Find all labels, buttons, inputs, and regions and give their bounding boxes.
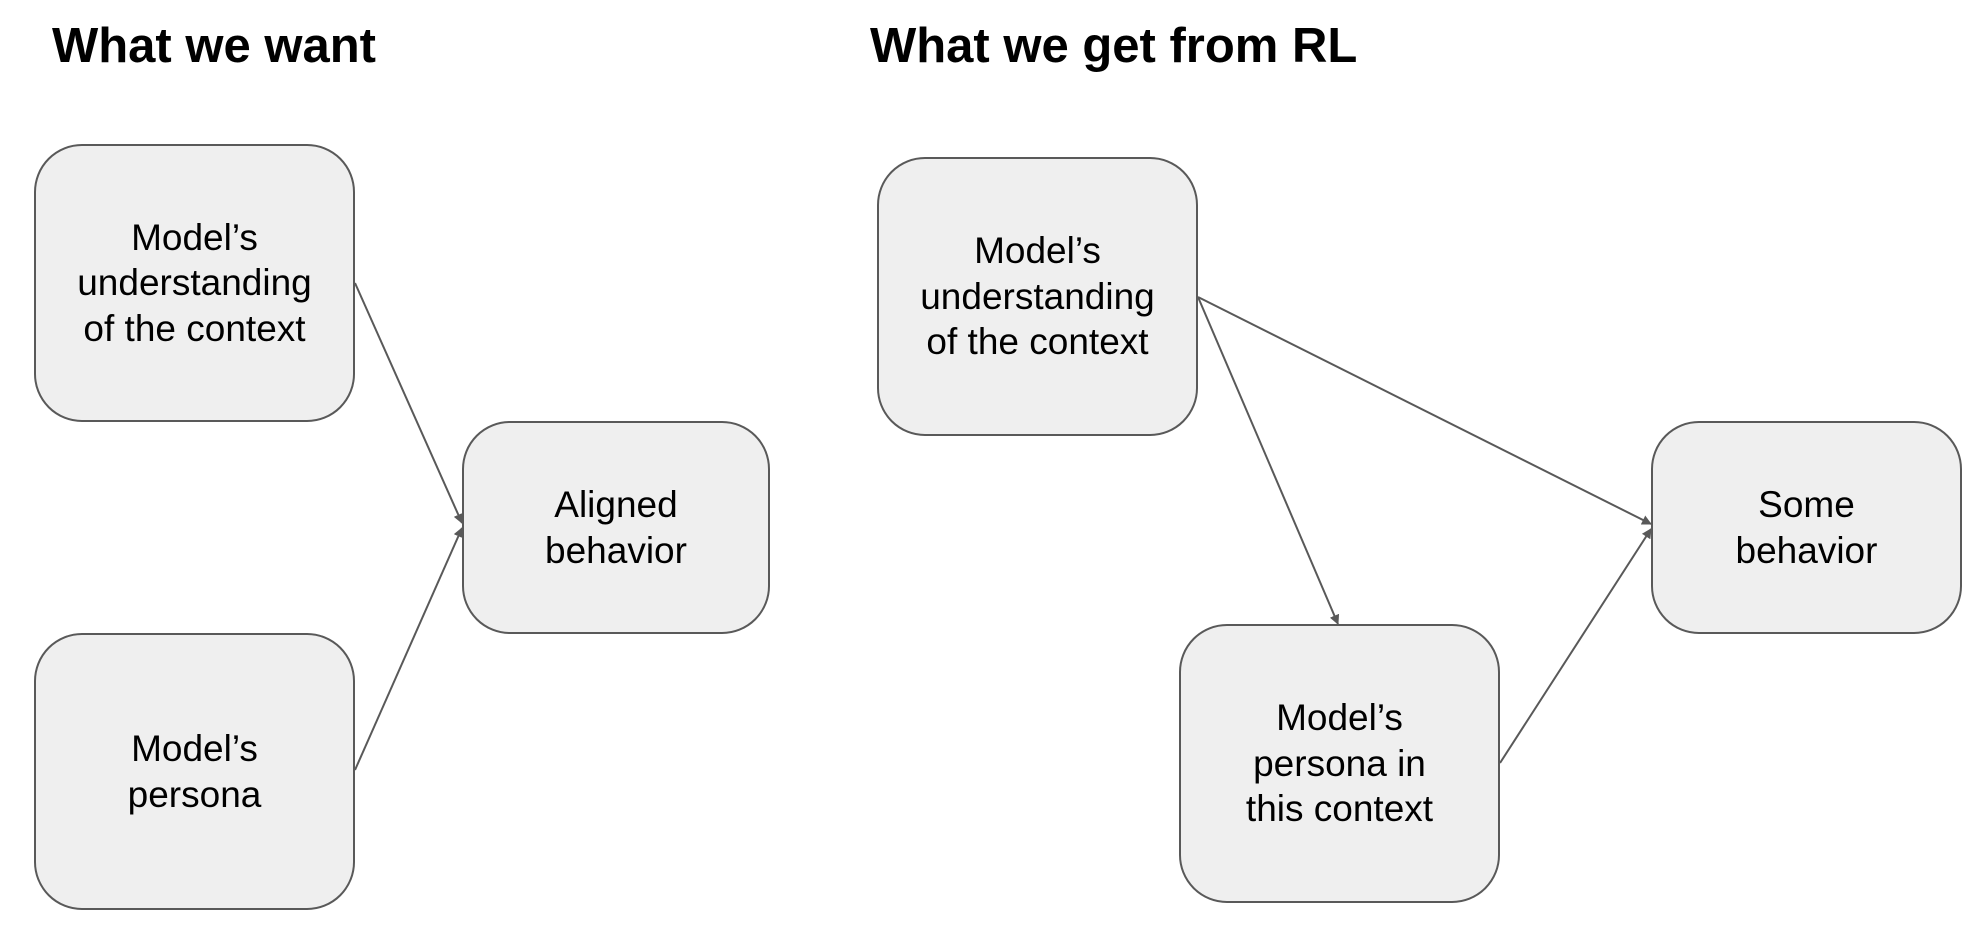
- right-node-context-understanding: Model’s understanding of the context: [877, 157, 1198, 436]
- diagram-title-what-we-want: What we want: [52, 19, 376, 73]
- left-node-aligned-behavior-label: Aligned behavior: [545, 484, 687, 571]
- left-node-aligned-behavior: Aligned behavior: [462, 421, 770, 634]
- right-node-context-understanding-label: Model’s understanding of the context: [920, 230, 1155, 363]
- edge-right-context-to-behavior: [1197, 296, 1652, 525]
- edge-right-persona-to-behavior: [1499, 528, 1652, 764]
- right-node-persona-in-context-label: Model’s persona in this context: [1245, 697, 1434, 830]
- left-node-persona: Model’s persona: [34, 633, 355, 910]
- left-node-context-understanding: Model’s understanding of the context: [34, 144, 355, 422]
- right-node-some-behavior: Some behavior: [1651, 421, 1962, 634]
- diagram-title-what-we-get-from-rl: What we get from RL: [870, 19, 1358, 73]
- right-node-some-behavior-label: Some behavior: [1735, 484, 1878, 571]
- edge-left-context-to-behavior: [354, 282, 463, 524]
- left-node-context-understanding-label: Model’s understanding of the context: [77, 216, 312, 349]
- left-node-persona-label: Model’s persona: [127, 728, 262, 815]
- right-node-persona-in-context: Model’s persona in this context: [1179, 624, 1500, 903]
- edge-right-context-to-persona: [1197, 296, 1340, 625]
- edge-left-persona-to-behavior: [354, 527, 463, 771]
